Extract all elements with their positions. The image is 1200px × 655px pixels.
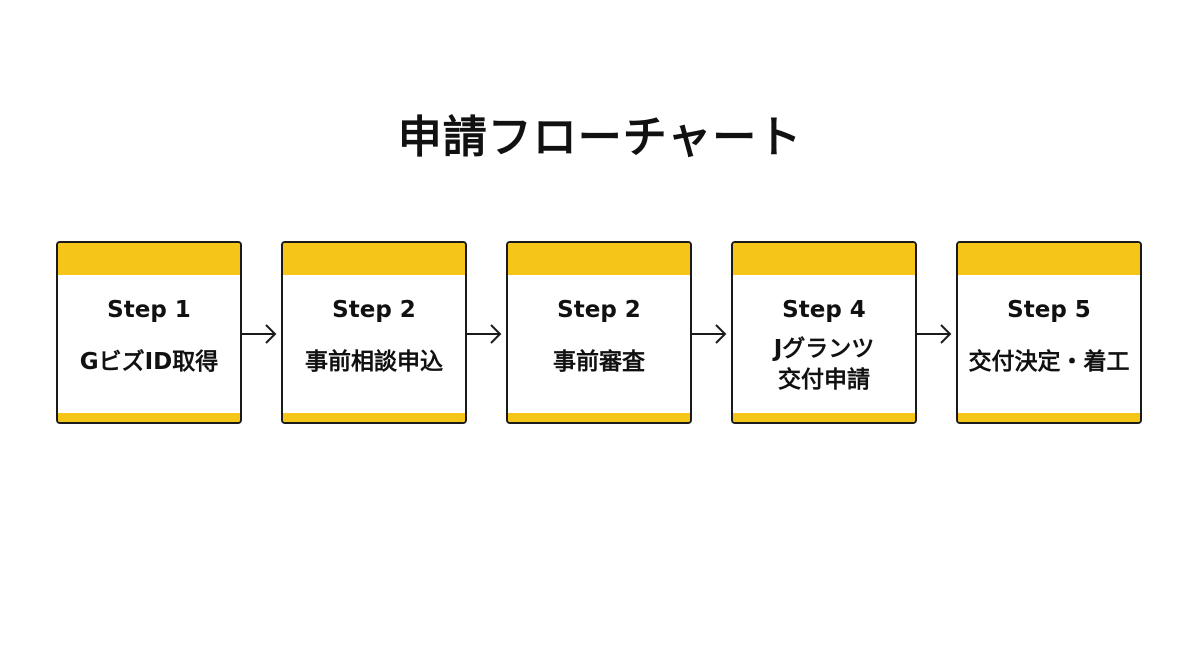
step-card-1: Step 1 GビズID取得 bbox=[56, 241, 242, 424]
step-description: 交付決定・着工 bbox=[968, 349, 1130, 375]
arrow-right-icon bbox=[467, 324, 502, 344]
card-accent-bar-top bbox=[58, 243, 240, 275]
step-description: 事前審査 bbox=[553, 349, 645, 375]
step-card-3: Step 2 事前審査 bbox=[506, 241, 692, 424]
page-title: 申請フローチャート bbox=[397, 112, 803, 163]
card-accent-bar-top bbox=[508, 243, 690, 275]
step-number-label: Step 2 bbox=[332, 297, 416, 323]
arrow-right-icon bbox=[692, 324, 727, 344]
step-card-5: Step 5 交付決定・着工 bbox=[956, 241, 1142, 424]
card-accent-bar-bottom bbox=[58, 413, 240, 422]
card-accent-bar-top bbox=[733, 243, 915, 275]
step-number-label: Step 1 bbox=[107, 297, 191, 323]
step-number-label: Step 2 bbox=[557, 297, 641, 323]
card-accent-bar-bottom bbox=[733, 413, 915, 422]
arrow-right-icon bbox=[917, 324, 952, 344]
arrow-right-icon bbox=[242, 324, 277, 344]
step-description: GビズID取得 bbox=[79, 349, 219, 375]
step-description: 事前相談申込 bbox=[305, 349, 443, 375]
card-accent-bar-top bbox=[283, 243, 465, 275]
step-number-label: Step 5 bbox=[1007, 297, 1091, 323]
step-card-4: Step 4 Jグランツ 交付申請 bbox=[731, 241, 917, 424]
card-accent-bar-top bbox=[958, 243, 1140, 275]
step-number-label: Step 4 bbox=[782, 297, 866, 323]
card-accent-bar-bottom bbox=[508, 413, 690, 422]
step-card-2: Step 2 事前相談申込 bbox=[281, 241, 467, 424]
card-accent-bar-bottom bbox=[283, 413, 465, 422]
step-description: Jグランツ 交付申請 bbox=[773, 336, 875, 393]
card-accent-bar-bottom bbox=[958, 413, 1140, 422]
